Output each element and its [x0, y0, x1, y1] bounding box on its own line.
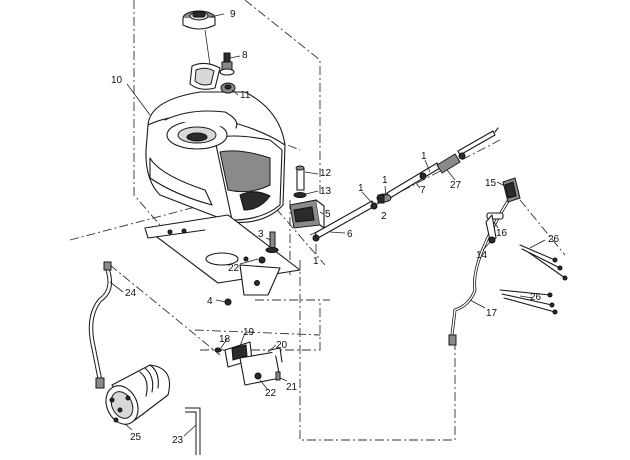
callout-1-c: 1 — [421, 151, 427, 162]
fuel-tank — [145, 91, 286, 223]
fuel-hose — [88, 261, 113, 389]
callout-12: 12 — [320, 168, 332, 179]
callout-19: 19 — [243, 327, 255, 338]
callout-7: 7 — [420, 185, 426, 196]
fuel-line-upper — [312, 127, 499, 242]
callout-4: 4 — [207, 296, 213, 307]
bolt — [265, 231, 279, 253]
callout-labels: 9 8 11 10 12 13 5 3 22 4 6 1 1 2 1 7 27 … — [111, 9, 560, 446]
fuel-cap — [182, 10, 221, 90]
callout-26-upper: 26 — [548, 234, 560, 245]
throttle-lever — [485, 177, 521, 244]
callout-20: 20 — [276, 340, 288, 351]
callout-23: 23 — [172, 435, 184, 446]
drain-tube — [185, 407, 201, 455]
callout-13: 13 — [320, 186, 332, 197]
leader-lines — [109, 13, 546, 437]
vent-fitting — [219, 52, 235, 76]
callout-22-lower: 22 — [265, 388, 277, 399]
callout-21: 21 — [286, 382, 298, 393]
callout-18: 18 — [219, 334, 231, 345]
callout-24: 24 — [125, 288, 137, 299]
callout-15: 15 — [485, 178, 497, 189]
callout-27: 27 — [450, 180, 462, 191]
callout-5: 5 — [325, 209, 331, 220]
hardware — [214, 256, 281, 381]
callout-6: 6 — [347, 229, 353, 240]
callout-26-lower: 26 — [530, 292, 542, 303]
wire-leads — [499, 244, 568, 315]
washer — [293, 192, 307, 198]
callout-16: 16 — [496, 228, 508, 239]
throttle-cable — [448, 189, 517, 346]
post — [295, 165, 305, 191]
callout-1-a: 1 — [358, 183, 364, 194]
clamp-bracket — [224, 341, 283, 386]
callout-9: 9 — [230, 9, 236, 20]
callout-22-upper: 22 — [228, 263, 240, 274]
grommet — [220, 82, 236, 94]
callout-14: 14 — [476, 250, 488, 261]
callout-11: 11 — [240, 90, 251, 101]
callout-8: 8 — [242, 50, 248, 61]
callout-1-d: 1 — [313, 256, 319, 267]
callout-17: 17 — [486, 308, 498, 319]
callout-1-b: 1 — [382, 175, 388, 186]
callout-3: 3 — [258, 229, 264, 240]
callout-25: 25 — [130, 432, 142, 443]
callout-10: 10 — [111, 75, 123, 86]
callout-2: 2 — [381, 211, 387, 222]
mounting-plate — [144, 214, 301, 296]
bracket — [289, 199, 325, 229]
fuel-canister — [105, 364, 171, 425]
